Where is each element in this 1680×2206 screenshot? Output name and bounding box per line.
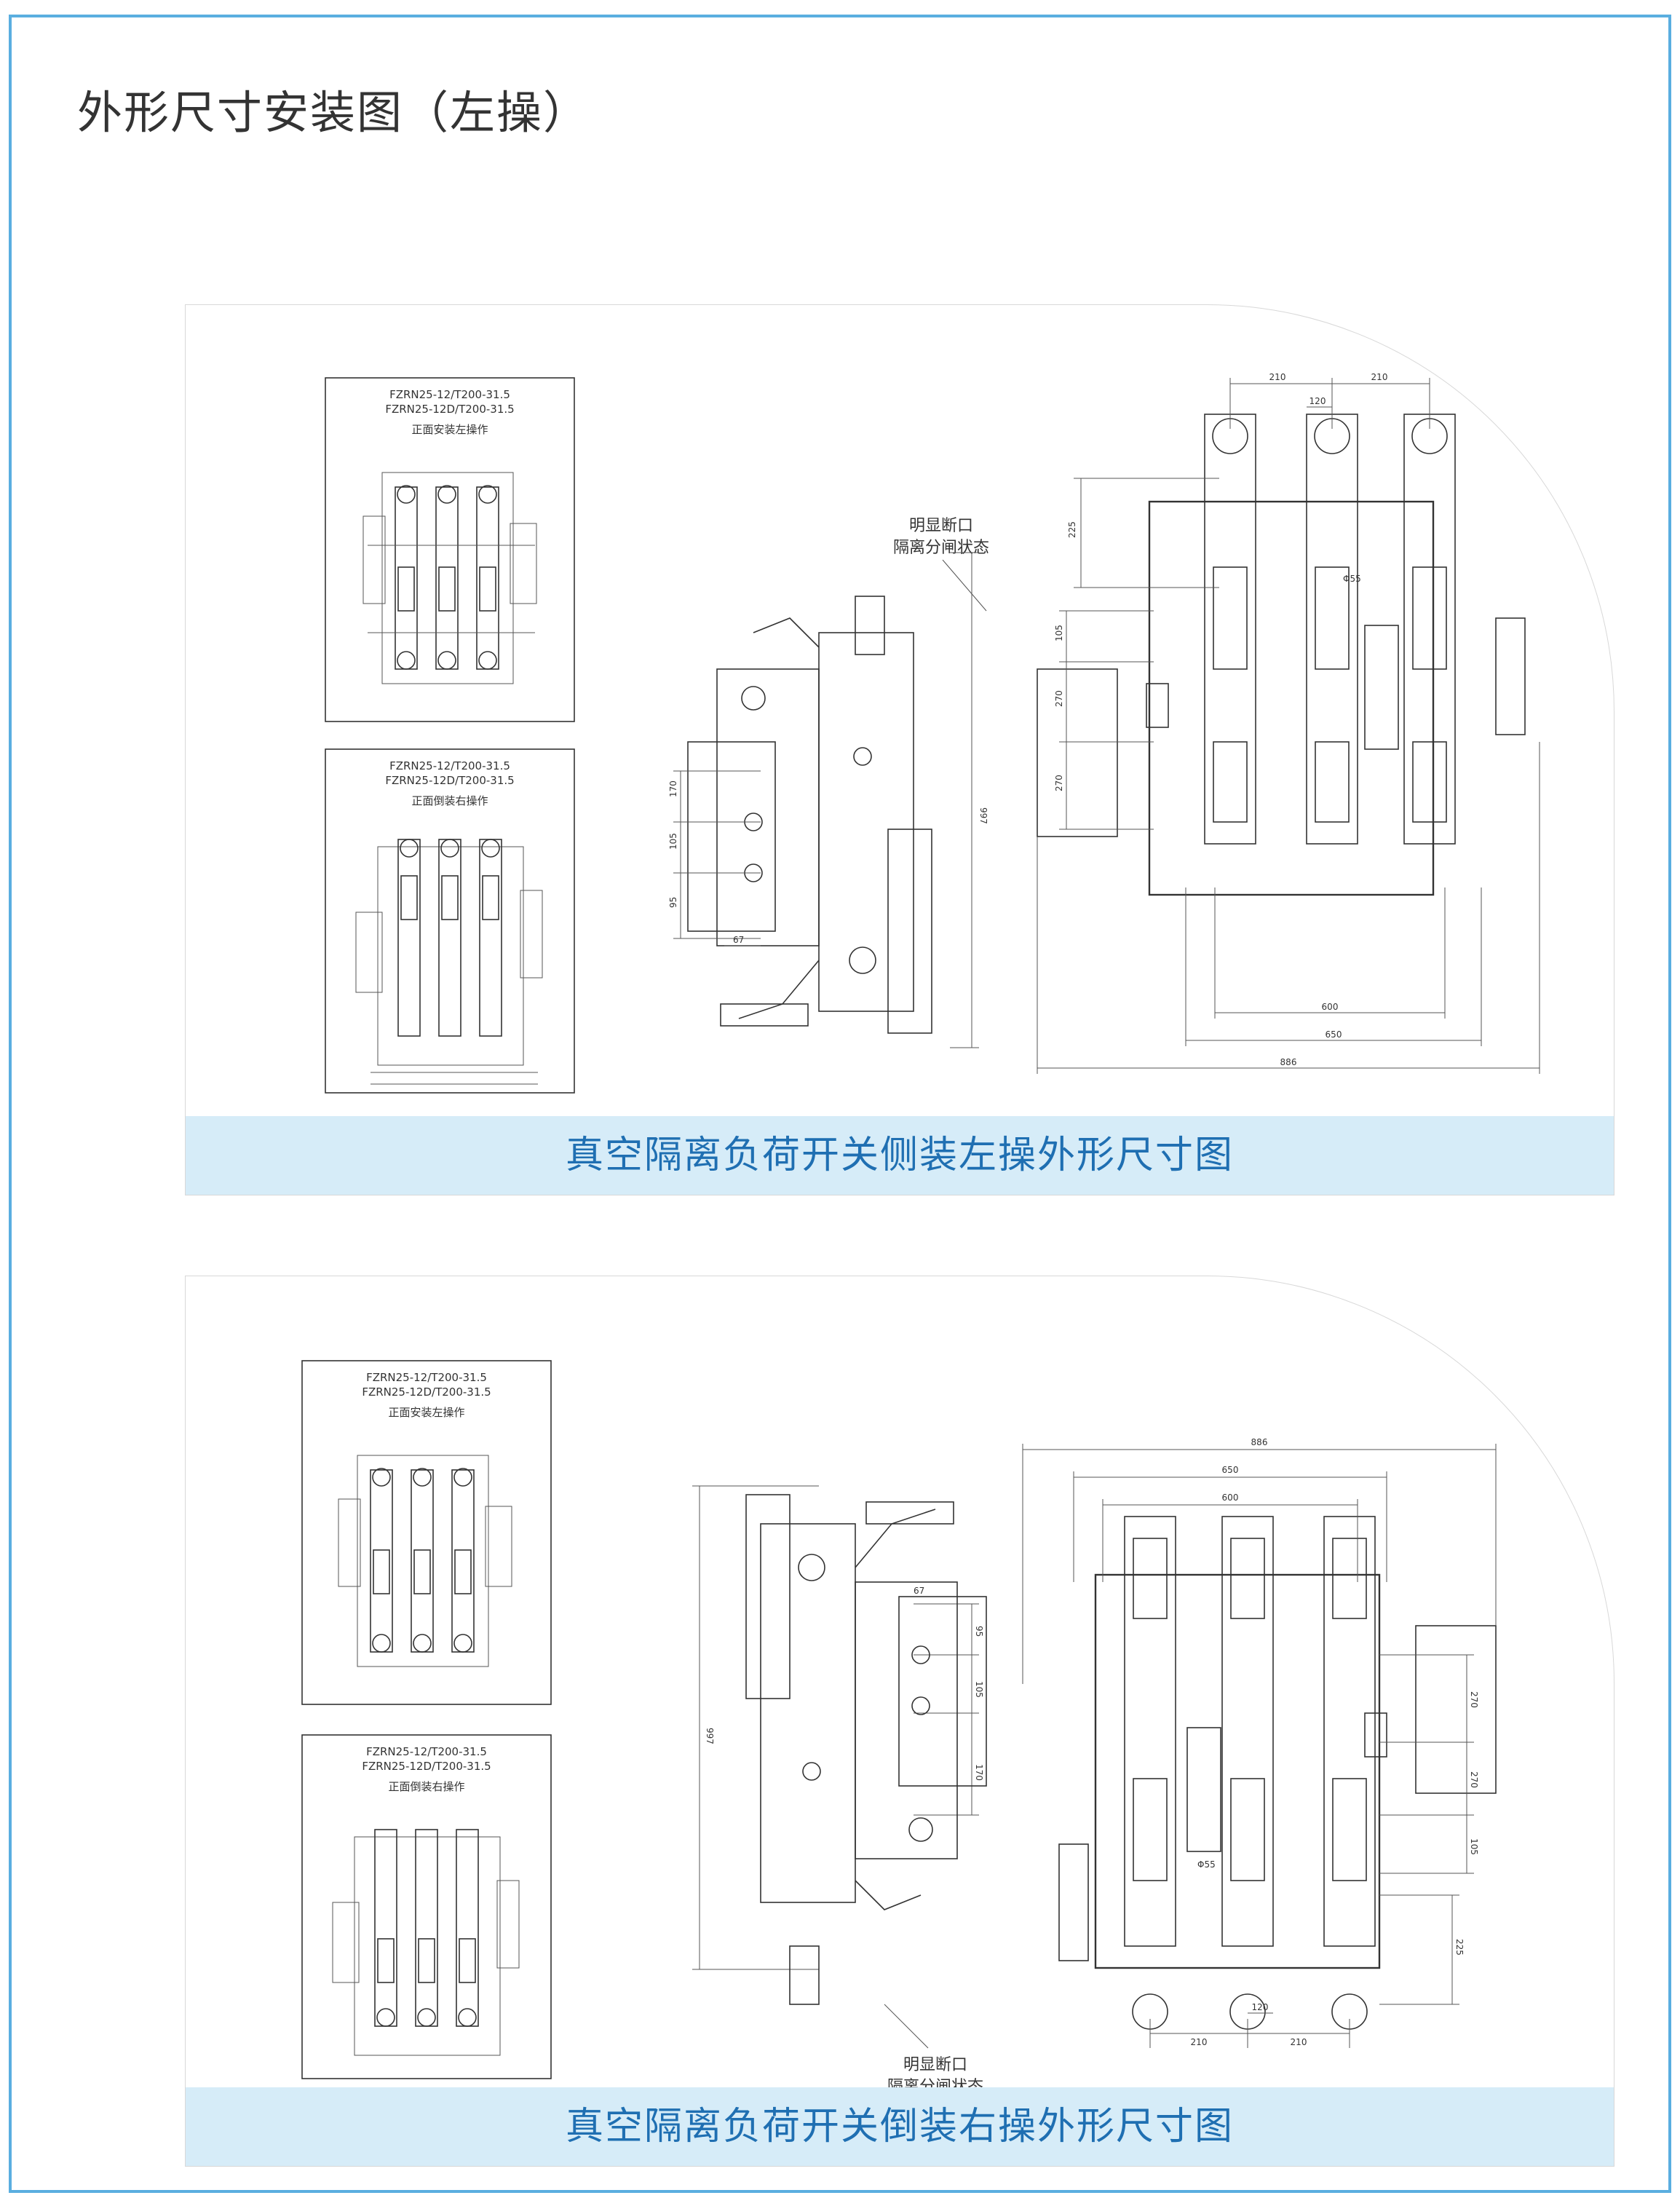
front-view: 210 210 120 225 105 270 270 Φ55 600 650 … — [1037, 372, 1540, 1074]
front-dim-650: 650 — [1222, 1465, 1239, 1475]
page-title: 外形尺寸安装图（左操） — [77, 86, 590, 139]
front-dim-phi: Φ55 — [1197, 1859, 1216, 1870]
side-dim-height: 997 — [978, 807, 988, 824]
caption-band — [186, 1116, 1614, 1195]
side-view: 997 170 105 95 67 明显断口 隔离分闸状态 — [692, 1485, 987, 2089]
thumb1-model1: FZRN25-12/T200-31.5 — [366, 1371, 487, 1384]
side-dim-170: 170 — [668, 780, 678, 797]
thumbnail-front-left: FZRN25-12/T200-31.5 FZRN25-12D/T200-31.5… — [325, 377, 575, 722]
side-dim-170: 170 — [974, 1764, 984, 1781]
thumb1-label: 正面安装左操作 — [411, 423, 488, 436]
drawing-card-side-left: FZRN25-12/T200-31.5 FZRN25-12D/T200-31.5… — [185, 304, 1614, 1195]
side-view: 明显断口 隔离分闸状态 — [668, 517, 989, 1048]
front-dim-bot1: 210 — [1191, 2037, 1208, 2047]
front-dim-600: 600 — [1222, 1493, 1239, 1503]
page-frame — [9, 15, 1671, 2193]
note-line2: 隔离分闸状态 — [887, 2078, 983, 2089]
front-dim-650: 650 — [1326, 1029, 1342, 1040]
thumb2-model2: FZRN25-12D/T200-31.5 — [362, 1760, 491, 1773]
thumb2-model2: FZRN25-12D/T200-31.5 — [385, 774, 514, 787]
side-dim-105: 105 — [668, 833, 678, 850]
front-view: 886 650 600 270 270 105 225 120 210 210 … — [1022, 1437, 1497, 2048]
drawing-area: FZRN25-12/T200-31.5 FZRN25-12D/T200-31.5… — [325, 372, 1540, 1094]
thumb1-label: 正面安装左操作 — [388, 1406, 464, 1419]
thumbnail-front-left: FZRN25-12/T200-31.5 FZRN25-12D/T200-31.5… — [301, 1360, 552, 1705]
front-dim-886: 886 — [1280, 1057, 1297, 1067]
front-dim-105: 105 — [1054, 625, 1064, 641]
thumb1-model2: FZRN25-12D/T200-31.5 — [385, 403, 514, 416]
front-dim-600: 600 — [1322, 1002, 1339, 1012]
note-line2: 隔离分闸状态 — [893, 539, 989, 557]
side-dim-105: 105 — [974, 1681, 984, 1698]
front-dim-270b: 270 — [1469, 1771, 1479, 1788]
side-dim-95: 95 — [974, 1626, 984, 1637]
front-dim-270a: 270 — [1469, 1691, 1479, 1708]
front-dim-top1: 210 — [1269, 372, 1286, 382]
thumb2-model1: FZRN25-12/T200-31.5 — [366, 1745, 487, 1758]
thumb2-model1: FZRN25-12/T200-31.5 — [389, 759, 510, 772]
front-dim-886: 886 — [1251, 1437, 1268, 1447]
note-line1: 明显断口 — [909, 517, 973, 535]
front-dim-120: 120 — [1309, 396, 1326, 406]
drawing-card-inverted-right: FZRN25-12/T200-31.5 FZRN25-12D/T200-31.5… — [185, 1276, 1614, 2167]
thumb2-label: 正面倒装右操作 — [388, 1780, 464, 1793]
thumb1-model1: FZRN25-12/T200-31.5 — [389, 388, 510, 401]
side-dim-height: 997 — [705, 1728, 715, 1744]
front-dim-270b: 270 — [1054, 775, 1064, 791]
front-dim-120: 120 — [1252, 2002, 1269, 2012]
thumb1-model2: FZRN25-12D/T200-31.5 — [362, 1385, 491, 1399]
front-dim-phi: Φ55 — [1343, 574, 1361, 584]
caption-band — [186, 2087, 1614, 2166]
drawing-area: FZRN25-12/T200-31.5 FZRN25-12D/T200-31.5… — [301, 1360, 1497, 2089]
front-dim-bot2: 210 — [1291, 2037, 1307, 2047]
front-dim-270a: 270 — [1054, 690, 1064, 707]
section2-caption: 真空隔离负荷开关倒装右操外形尺寸图 — [565, 2105, 1234, 2148]
front-dim-225: 225 — [1067, 521, 1077, 538]
front-dim-top2: 210 — [1371, 372, 1388, 382]
note-line1: 明显断口 — [903, 2056, 967, 2074]
side-dim-67: 67 — [914, 1586, 924, 1596]
thumb2-label: 正面倒装右操作 — [411, 794, 488, 807]
front-dim-225: 225 — [1454, 1939, 1465, 1956]
thumbnail-front-inverted-right: FZRN25-12/T200-31.5 FZRN25-12D/T200-31.5… — [325, 748, 575, 1094]
front-dim-105: 105 — [1469, 1838, 1479, 1855]
side-dim-67: 67 — [733, 935, 744, 945]
thumbnail-front-inverted-right: FZRN25-12/T200-31.5 FZRN25-12D/T200-31.5… — [301, 1734, 552, 2079]
section1-caption: 真空隔离负荷开关侧装左操外形尺寸图 — [565, 1134, 1234, 1177]
side-dim-95: 95 — [668, 897, 678, 908]
